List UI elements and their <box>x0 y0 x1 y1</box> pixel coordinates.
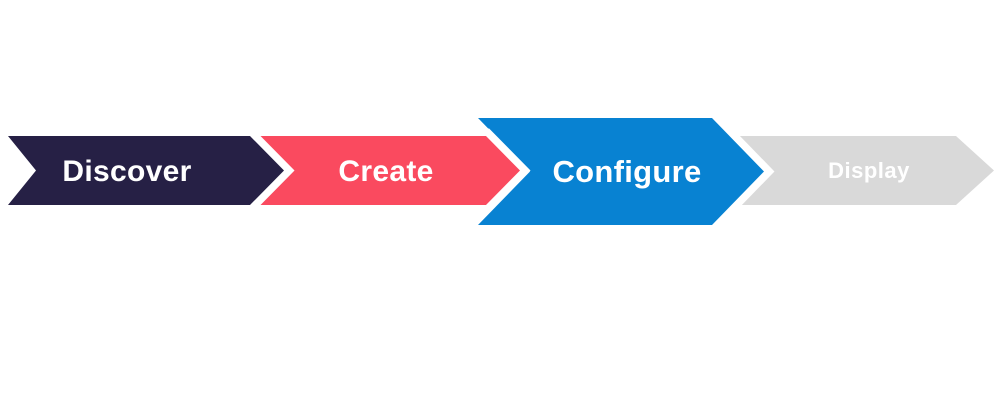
step-label-discover: Discover <box>62 155 191 188</box>
chevron-step-discover <box>0 128 295 213</box>
step-label-create: Create <box>338 155 433 188</box>
step-label-configure: Configure <box>552 154 701 189</box>
chevron-step-display <box>728 136 994 205</box>
chevron-step-configure <box>460 110 775 233</box>
step-label-display: Display <box>828 158 910 183</box>
